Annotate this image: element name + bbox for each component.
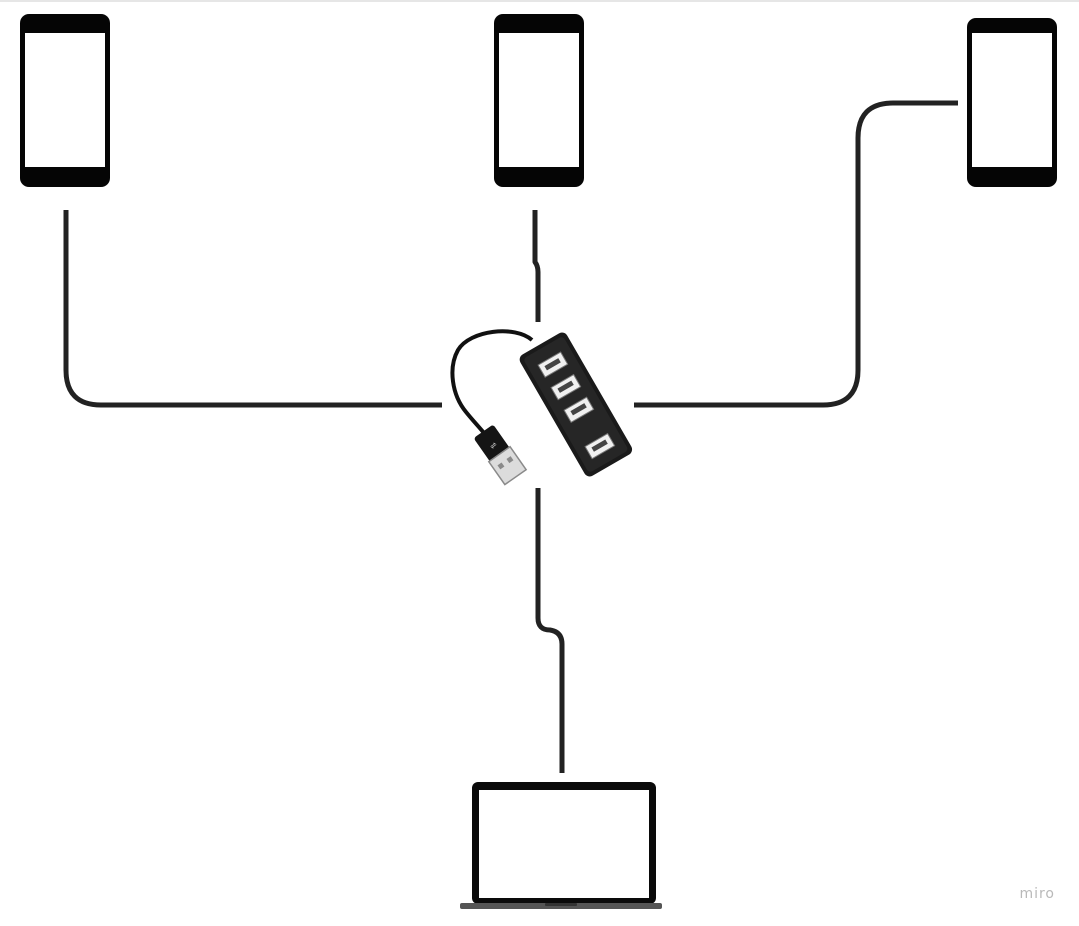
laptop bbox=[460, 782, 662, 909]
laptop-notch bbox=[545, 903, 577, 906]
hub-body bbox=[519, 332, 633, 477]
miro-watermark: miro bbox=[1019, 886, 1055, 902]
top-border bbox=[0, 0, 1079, 2]
hub-cable bbox=[450, 329, 534, 440]
laptop-screen bbox=[479, 790, 649, 898]
cable-phone-3-to-hub bbox=[634, 100, 958, 408]
usb-plug: ⇌ bbox=[474, 425, 528, 486]
smartphone-3 bbox=[967, 18, 1057, 187]
smartphone-2 bbox=[494, 14, 584, 187]
usb-symbol-icon: ⇌ bbox=[488, 440, 499, 451]
smartphone-1 bbox=[20, 14, 110, 187]
cable-phone-1-to-hub bbox=[63, 210, 442, 408]
phone-screen bbox=[499, 33, 579, 167]
cable-phone-2-to-hub bbox=[532, 210, 541, 322]
cable-laptop-to-hub bbox=[535, 488, 565, 773]
phone-screen bbox=[972, 33, 1052, 167]
usb-hub: ⇌ bbox=[450, 329, 633, 486]
phone-screen bbox=[25, 33, 105, 167]
cables bbox=[63, 100, 958, 773]
usb-ports bbox=[537, 351, 616, 460]
